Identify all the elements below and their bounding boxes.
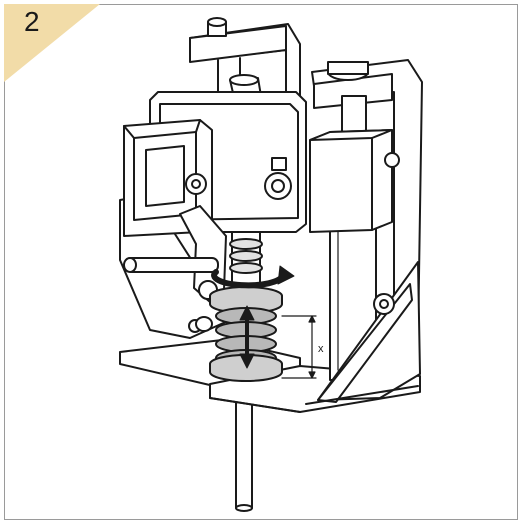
double-vertical-arrow-icon: [239, 305, 255, 369]
top-plate: [189, 17, 301, 133]
dimension-x: [281, 315, 317, 379]
step-badge: [4, 4, 100, 82]
square-tube: [123, 119, 213, 237]
right-block: [309, 129, 400, 233]
bottom-shaft: [235, 387, 253, 512]
rotate-arrow-icon: [211, 265, 295, 289]
step-badge-triangle: [4, 4, 100, 82]
step-number: 2: [24, 6, 40, 37]
cross-pin: [123, 257, 219, 273]
threaded-rod: [229, 231, 263, 293]
dimension-label: x: [318, 343, 324, 355]
right-bracket: [305, 261, 421, 405]
